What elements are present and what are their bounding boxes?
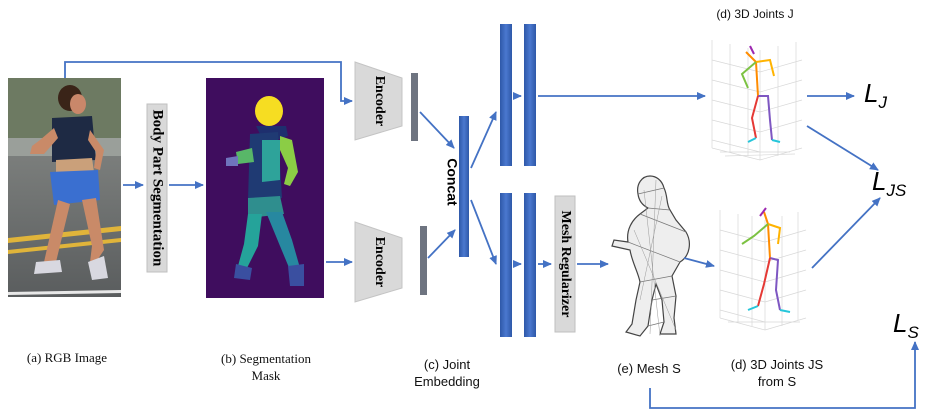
encoder-bottom-label: Encoder	[372, 237, 387, 288]
mesh-regularizer-label: Mesh Regularizer	[558, 211, 573, 318]
caption-joints-js-line1: (d) 3D Joints JS	[730, 357, 824, 372]
arrow-image-to-encoder-top	[64, 61, 353, 105]
arrows	[64, 61, 919, 409]
arrow-joints-js-to-ljs	[811, 197, 881, 269]
caption-joint-embedding: (c) Joint Embedding	[392, 356, 502, 390]
mesh-regularizer-box: Mesh Regularizer	[554, 195, 576, 333]
joints-js-plot	[718, 198, 810, 333]
arrow-concat-to-fc-bottom	[470, 199, 497, 265]
segmentation-mask	[206, 78, 324, 298]
encoder-bottom: Encoder	[354, 221, 403, 303]
loss-ls: LS	[893, 308, 919, 342]
arrow-concat-to-fc-top	[470, 111, 497, 169]
loss-lj-sub: J	[878, 93, 887, 112]
caption-joint-embedding-line1: (c) Joint	[423, 357, 471, 372]
arrow-encoder-top-to-concat	[419, 111, 455, 149]
body-part-segmentation-box: Body Part Segmentation	[146, 103, 168, 273]
encoder-top-label: Encoder	[372, 76, 387, 127]
caption-rgb-image: (a) RGB Image	[26, 350, 108, 365]
caption-segmentation-mask-line1: (b) Segmentation	[221, 351, 311, 366]
feature-bar-bottom	[420, 226, 427, 295]
caption-joints-js-line2: from S	[757, 374, 797, 389]
joints-j-plot	[710, 28, 805, 163]
fc-block-bottom-left	[500, 193, 512, 337]
arrow-joints-j-to-ljs	[806, 125, 879, 171]
caption-joint-embedding-line2: Embedding	[414, 374, 480, 389]
loss-ljs: LJS	[872, 166, 907, 200]
fc-block-top-left	[500, 24, 512, 166]
arrow-mesh-to-joints-js	[683, 257, 715, 268]
fc-block-top-right	[524, 24, 536, 166]
concat-block	[459, 116, 469, 257]
loss-lj: LJ	[864, 78, 887, 112]
loss-ljs-sub: JS	[886, 181, 907, 200]
caption-mesh-s: (e) Mesh S	[617, 361, 681, 376]
loss-ls-sub: S	[907, 323, 919, 342]
concat-label: Concat	[444, 158, 460, 206]
loss-lj-base: L	[864, 78, 879, 108]
body-part-segmentation-label: Body Part Segmentation	[150, 110, 166, 267]
arrow-encoder-bottom-to-concat	[427, 229, 456, 259]
encoder-top: Encoder	[354, 61, 403, 141]
caption-joints-js: (d) 3D Joints JS from S	[712, 356, 842, 390]
rgb-image	[8, 78, 121, 297]
caption-segmentation-mask-line2: Mask	[251, 368, 281, 383]
loss-ljs-base: L	[872, 166, 887, 196]
caption-segmentation-mask: (b) Segmentation Mask	[196, 350, 336, 384]
mesh-s	[611, 175, 690, 337]
feature-bar-top	[411, 73, 418, 141]
fc-block-bottom-right	[524, 193, 536, 337]
loss-ls-base: L	[893, 308, 908, 338]
caption-joints-j: (d) 3D Joints J	[716, 7, 794, 21]
arrow-mesh-to-ls	[649, 341, 919, 409]
